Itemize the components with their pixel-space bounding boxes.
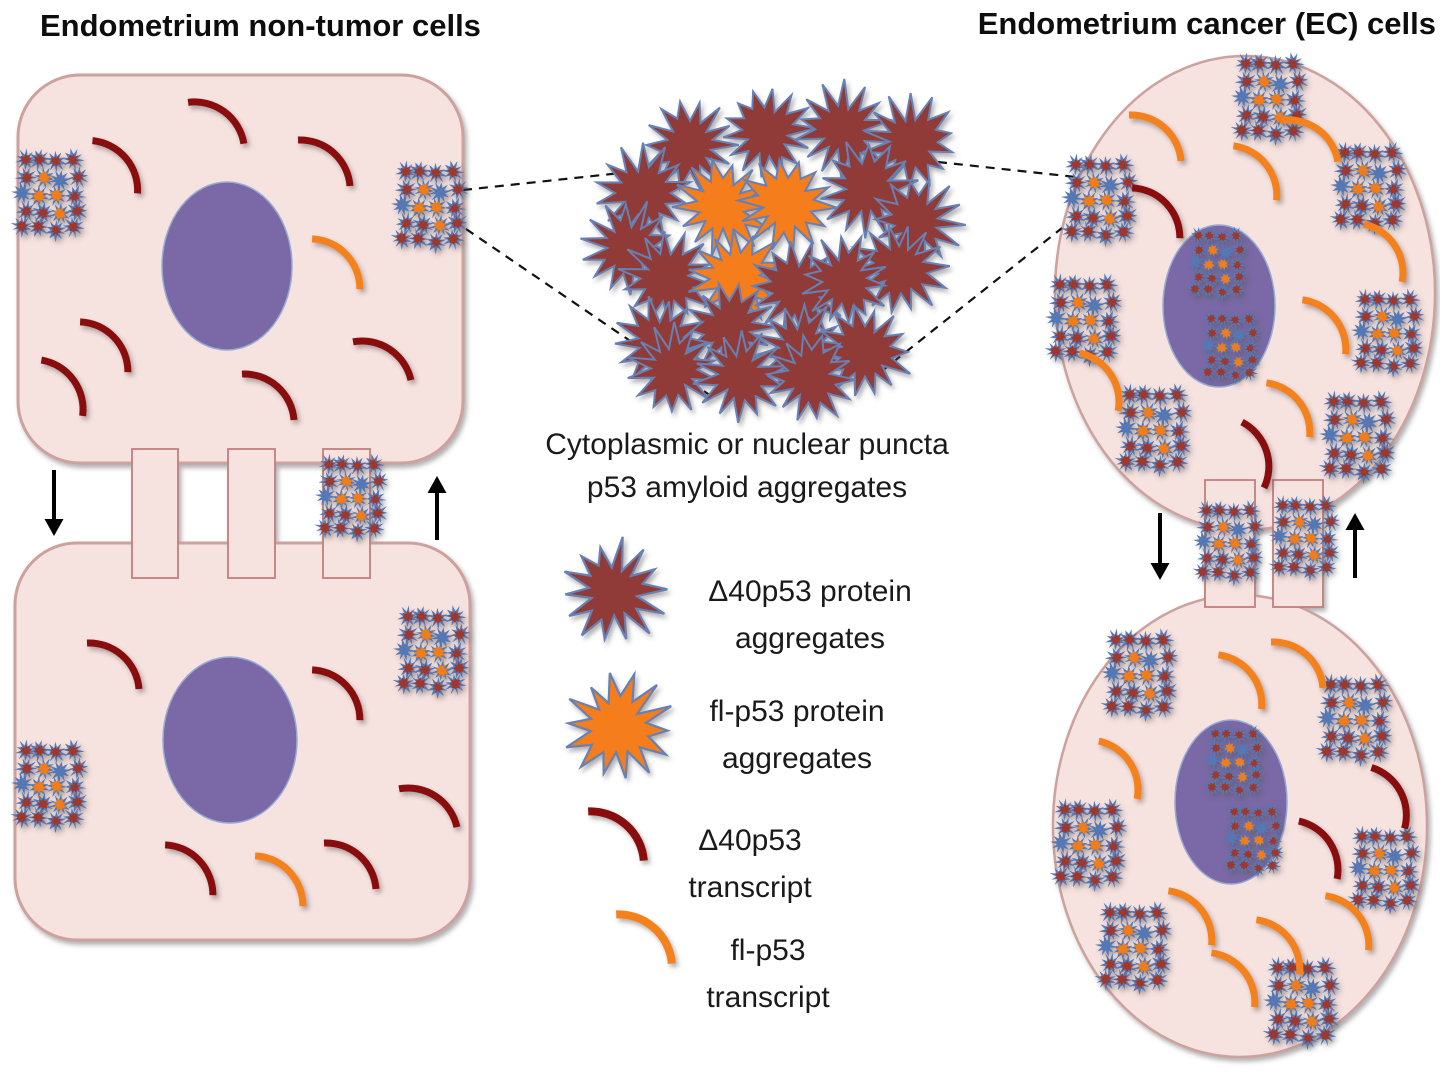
flp53-transcript-arc	[1167, 887, 1216, 946]
zoom-dashed-line	[465, 228, 715, 399]
legend-label-flp53-aggregates: fl-p53 protein aggregates	[651, 689, 943, 782]
d40p53-transcript-arc	[297, 136, 354, 187]
right-panel-title: Endometrium cancer (EC) cells	[977, 6, 1436, 41]
legend-label-line: aggregates	[734, 621, 886, 655]
legend-orange-arc-icon	[616, 910, 676, 965]
flp53-transcript-arc	[254, 852, 307, 907]
legend-label-line: fl-p53	[730, 934, 806, 967]
flp53-transcript-arc	[1217, 651, 1266, 710]
central-caption: Cytoplasmic or nuclear puncta p53 amyloi…	[503, 424, 991, 509]
left-panel-title: Endometrium non-tumor cells	[40, 8, 481, 43]
d40p53-transcript-arc	[1297, 817, 1342, 880]
legend-symbols	[563, 536, 676, 965]
d40p53-transcript-arc	[311, 666, 364, 721]
legend-maroon-starburst-icon	[563, 536, 668, 644]
legend-label-line: aggregates	[721, 741, 873, 775]
d40p53-aggregate-star	[692, 330, 788, 424]
d40p53-aggregate-star	[593, 142, 694, 240]
transfer-arrow-down-icon	[44, 470, 64, 536]
nucleus	[162, 656, 298, 824]
d40p53-transcript-arc	[92, 137, 142, 194]
d40p53-transcript-arc	[1370, 764, 1410, 830]
d40p53-aggregate-star	[763, 332, 856, 421]
flp53-transcript-arc	[1232, 142, 1281, 201]
d40p53-transcript-arc	[1240, 418, 1273, 490]
d40p53-transcript-arc	[40, 356, 87, 417]
d40p53-aggregate-star	[722, 88, 816, 181]
zoom-dashed-line	[462, 170, 631, 192]
legend-label-line: Δ40p53 protein	[708, 575, 912, 608]
legend-orange-starburst-icon	[564, 670, 672, 779]
d40p53-aggregate-star	[801, 233, 889, 326]
nucleus	[161, 181, 293, 351]
d40p53-transcript-arc	[323, 839, 380, 890]
d40p53-transcript-arc	[1131, 184, 1184, 239]
zoom-dashed-lines	[462, 160, 1077, 399]
transfer-arrows	[44, 470, 1365, 580]
legend-label-d40p53-transcript: Δ40p53 transcript	[625, 818, 875, 911]
legend-label-line: transcript	[706, 980, 830, 1014]
flp53-transcript-arc	[1362, 220, 1407, 283]
cell-junction	[227, 448, 276, 579]
legend-dark-red-arc-icon	[588, 807, 648, 862]
flp53-transcript-arc	[1281, 116, 1342, 163]
flp53-transcript-arc	[1097, 737, 1142, 800]
d40p53-transcript-arc	[187, 98, 248, 145]
d40p53-transcript-arc	[398, 784, 461, 829]
d40p53-aggregate-star	[626, 321, 720, 415]
transcripts-layer	[40, 98, 1410, 1008]
transfer-arrow-up-icon	[1345, 513, 1365, 578]
flp53-transcript-arc	[1324, 892, 1373, 951]
legend-label-d40p53-aggregates: Δ40p53 protein aggregates	[664, 569, 956, 662]
flp53-transcript-arc	[1210, 949, 1259, 1008]
flp53-aggregate-star	[733, 156, 838, 255]
flp53-aggregate-star	[671, 156, 770, 257]
d40p53-transcript-arc	[352, 337, 415, 382]
flp53-transcript-arc	[311, 235, 364, 290]
caption-line1: Cytoplasmic or nuclear puncta	[545, 428, 949, 461]
cell-junction	[131, 448, 179, 579]
d40p53-transcript-arc	[241, 370, 298, 421]
flp53-transcript-arc	[1265, 379, 1314, 438]
zoom-dashed-line	[937, 160, 1077, 179]
flp53-transcript-arc	[1255, 916, 1304, 975]
legend-label-line: fl-p53 protein	[709, 695, 885, 728]
d40p53-transcript-arc	[164, 841, 217, 896]
legend-label-line: transcript	[688, 870, 812, 904]
legend-label-flp53-transcript: fl-p53 transcript	[643, 928, 893, 1021]
transfer-arrow-up-icon	[427, 476, 447, 540]
caption-line2: p53 amyloid aggregates	[586, 470, 908, 504]
flp53-transcript-arc	[1078, 349, 1123, 412]
d40p53-transcript-arc	[86, 639, 143, 690]
flp53-transcript-arc	[1270, 638, 1327, 689]
amyloid-aggregate-mass	[580, 78, 967, 424]
transfer-arrow-down-icon	[1150, 513, 1170, 580]
d40p53-aggregate-star	[850, 224, 951, 316]
d40p53-transcript-arc	[79, 318, 132, 373]
flp53-transcript-arc	[1128, 111, 1185, 162]
legend-label-line: Δ40p53	[698, 824, 802, 857]
flp53-transcript-arc	[1301, 296, 1350, 355]
